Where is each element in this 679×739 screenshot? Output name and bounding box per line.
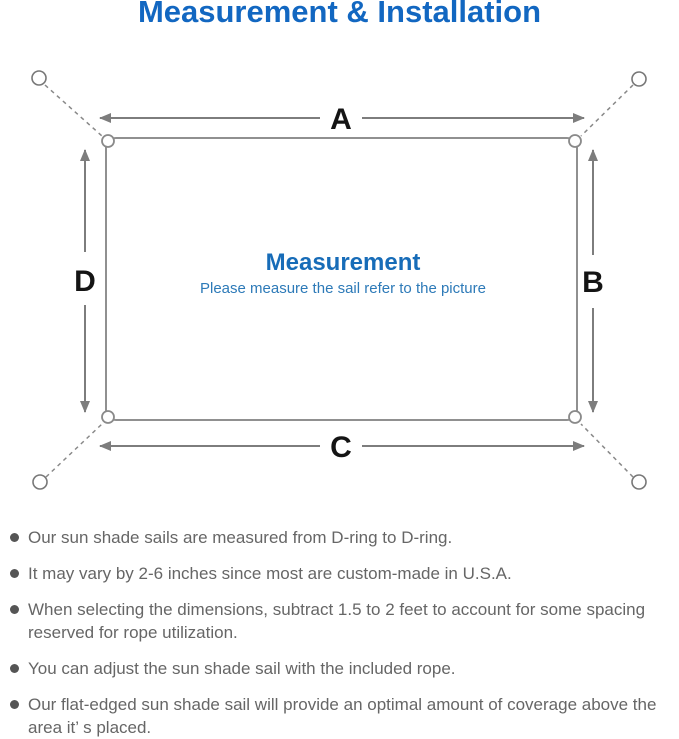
notes-list: Our sun shade sails are measured from D-… bbox=[10, 526, 665, 739]
note-item-measured-d-ring: Our sun shade sails are measured from D-… bbox=[10, 526, 665, 549]
rope-dashed-line-top-right bbox=[580, 84, 634, 137]
anchor-point-icon-top-right bbox=[631, 71, 647, 87]
bullet-dot-icon bbox=[10, 700, 19, 709]
note-text: Our flat-edged sun shade sail will provi… bbox=[28, 695, 657, 737]
diagram-center-title: Measurement bbox=[266, 249, 421, 276]
dimension-label-a: A bbox=[330, 103, 352, 136]
shade-sail-outline bbox=[105, 137, 578, 421]
rope-dashed-line-bottom-left bbox=[45, 423, 103, 478]
dimension-label-d: D bbox=[74, 265, 96, 298]
bullet-dot-icon bbox=[10, 569, 19, 578]
d-ring-icon-top-left bbox=[101, 134, 115, 148]
dimension-label-b: B bbox=[582, 266, 604, 299]
sail-measurement-diagram: A C D B Measurement Please measure the s… bbox=[31, 70, 647, 490]
diagram-center-subtitle: Please measure the sail refer to the pic… bbox=[200, 280, 486, 297]
bullet-dot-icon bbox=[10, 533, 19, 542]
bullet-dot-icon bbox=[10, 664, 19, 673]
d-ring-icon-top-right bbox=[568, 134, 582, 148]
d-ring-icon-bottom-right bbox=[568, 410, 582, 424]
anchor-point-icon-top-left bbox=[31, 70, 47, 86]
rope-dashed-line-bottom-right bbox=[580, 423, 634, 478]
dimension-label-c: C bbox=[330, 431, 352, 464]
anchor-point-icon-bottom-right bbox=[631, 474, 647, 490]
note-item-subtract-feet: When selecting the dimensions, subtract … bbox=[10, 598, 665, 644]
note-item-vary-inches: It may vary by 2-6 inches since most are… bbox=[10, 562, 665, 585]
note-text: You can adjust the sun shade sail with t… bbox=[28, 659, 456, 678]
note-text: When selecting the dimensions, subtract … bbox=[28, 600, 646, 642]
note-item-flat-edged-coverage: Our flat-edged sun shade sail will provi… bbox=[10, 693, 665, 739]
note-text: Our sun shade sails are measured from D-… bbox=[28, 528, 453, 547]
rope-dashed-line-top-left bbox=[44, 84, 103, 137]
anchor-point-icon-bottom-left bbox=[32, 474, 48, 490]
note-item-adjust-rope: You can adjust the sun shade sail with t… bbox=[10, 657, 665, 680]
d-ring-icon-bottom-left bbox=[101, 410, 115, 424]
note-text: It may vary by 2-6 inches since most are… bbox=[28, 564, 512, 583]
page-title: Measurement & Installation bbox=[137, 0, 542, 29]
bullet-dot-icon bbox=[10, 605, 19, 614]
